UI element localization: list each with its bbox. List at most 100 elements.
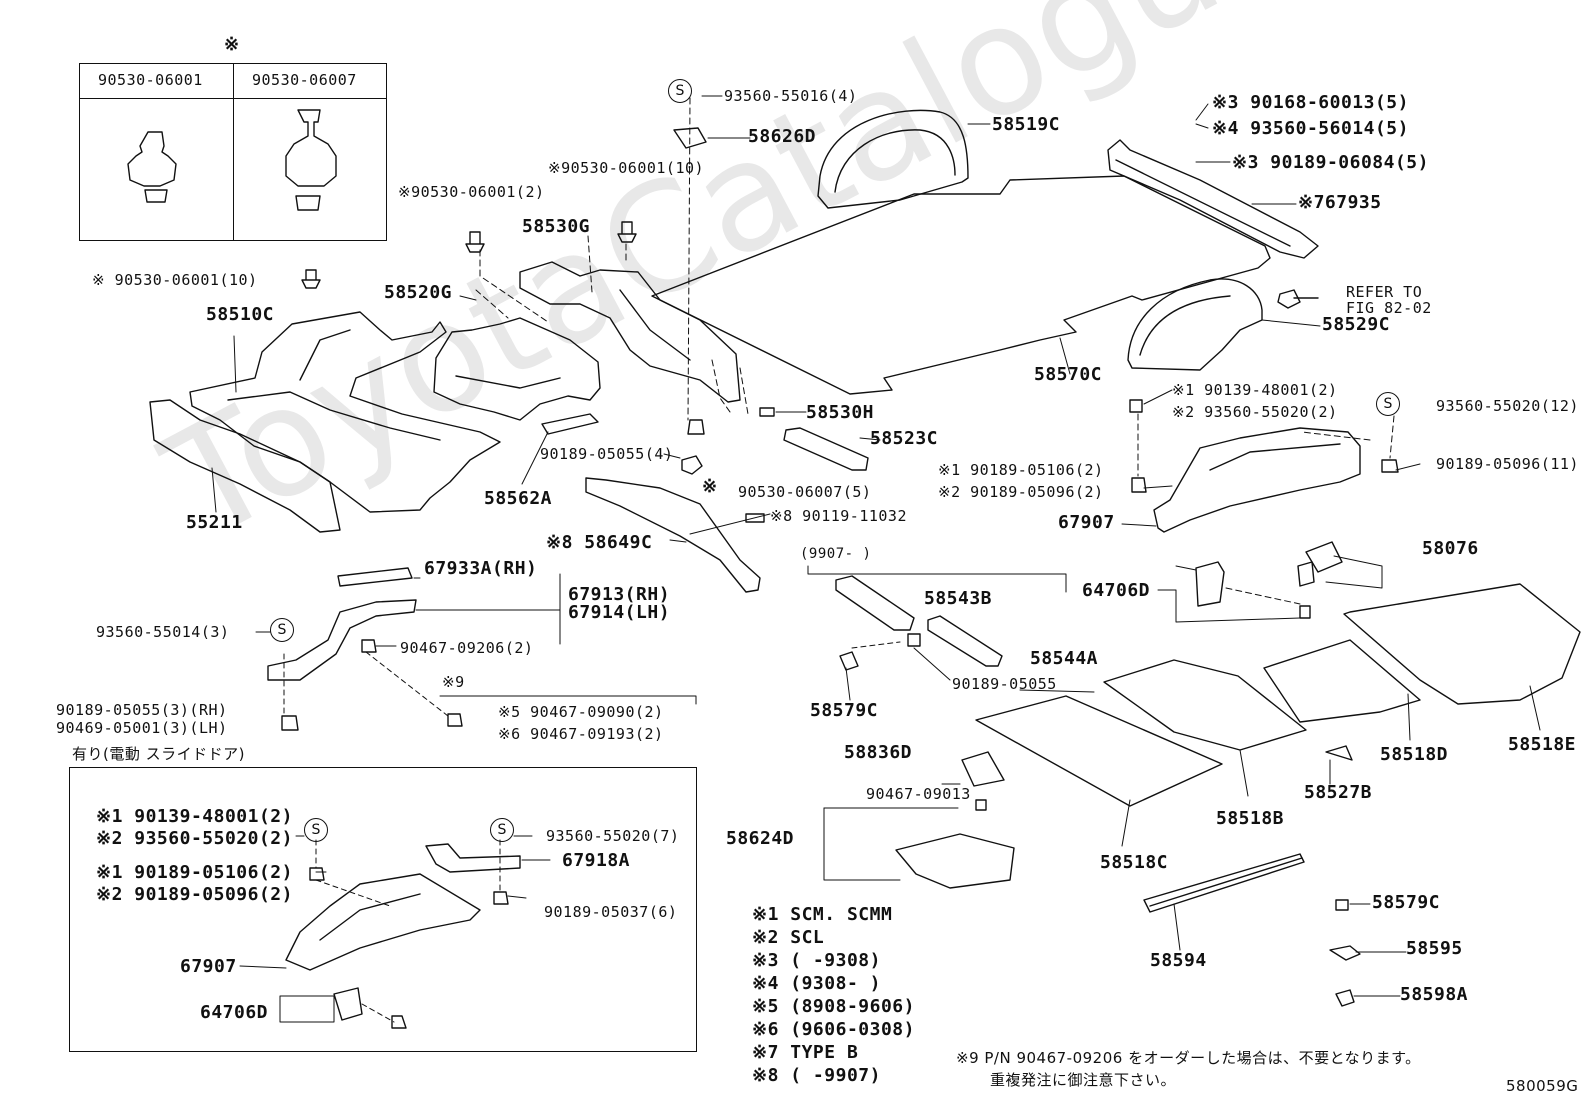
bracket-58523c (783, 427, 869, 471)
s-circle-marker: S (668, 79, 692, 103)
part-label[interactable]: ※3 90168-60013(5) (1212, 92, 1409, 113)
part-label[interactable]: 58518C (1100, 852, 1169, 873)
part-label[interactable]: 90469-05001(3)(LH) (56, 719, 228, 737)
part-label[interactable]: 58529C (1322, 314, 1391, 335)
part-label[interactable]: 93560-55020(7) (546, 827, 680, 845)
part-label[interactable]: 93560-55014(3) (96, 623, 230, 641)
part-label[interactable]: 58579C (1372, 892, 1441, 913)
part-label[interactable]: ※1 90189-05106(2) (938, 461, 1104, 479)
part-label[interactable]: 58595 (1406, 938, 1463, 959)
note-item: ※2 SCL (752, 927, 825, 948)
part-label[interactable]: ※2 90189-05096(2) (938, 483, 1104, 501)
note-item: ※6 (9606-0308) (752, 1019, 915, 1040)
part-label[interactable]: 58530G (522, 216, 591, 237)
star-mark: ※ (702, 476, 718, 497)
part-label[interactable]: ※2 93560-55020(2) (96, 828, 293, 849)
part-label[interactable]: 93560-55016(4) (724, 87, 858, 105)
supersession-divider (233, 64, 234, 240)
part-label[interactable]: 90189-05055(3)(RH) (56, 701, 228, 719)
part-label[interactable]: ※1 90189-05106(2) (96, 862, 293, 883)
part-label[interactable]: 58836D (844, 742, 913, 763)
part-label[interactable]: 58523C (870, 428, 939, 449)
part-label[interactable]: 58518D (1380, 744, 1449, 765)
supersession-table: 90530-06001 90530-06007 (79, 63, 387, 241)
part-label[interactable]: ※767935 (1298, 192, 1382, 213)
part-label[interactable]: 58519C (992, 114, 1061, 135)
s-circle-marker: S (490, 818, 514, 842)
part-label[interactable]: ※3 90189-06084(5) (1232, 152, 1429, 173)
part-label[interactable]: ※2 93560-55020(2) (1172, 403, 1338, 421)
tray-58624d (895, 833, 1015, 889)
part-label[interactable]: 58520G (384, 282, 453, 303)
diagram-code: 580059G (1506, 1077, 1579, 1095)
part-label[interactable]: 58624D (726, 828, 795, 849)
note-item: ※4 (9308- ) (752, 973, 881, 994)
part-label[interactable]: 90467-09206(2) (400, 639, 534, 657)
part-label[interactable]: 64706D (1082, 580, 1151, 601)
part-label[interactable]: 58626D (748, 126, 817, 147)
part-label[interactable]: 90467-09013 (866, 785, 971, 803)
part-label[interactable]: ※ 90530-06001(10) (92, 271, 258, 289)
wheelhouse-58529c (1127, 278, 1263, 371)
part-label[interactable]: 67933A(RH) (424, 558, 538, 579)
part-label[interactable]: 58544A (1030, 648, 1099, 669)
fig-reference[interactable]: FIG 82-02 (1346, 299, 1432, 317)
note-item: ※3 ( -9308) (752, 950, 881, 971)
part-label[interactable]: ※90530-06001(10) (548, 159, 705, 177)
notes-list: ※1 SCM. SCMM ※2 SCL ※3 ( -9308) ※4 (9308… (752, 904, 915, 1086)
part-label[interactable]: 93560-55020(12) (1436, 397, 1579, 415)
strip-58594 (1143, 853, 1305, 913)
part-label[interactable]: 67918A (562, 850, 631, 871)
part-label[interactable]: 90189-05055(4) (540, 445, 674, 463)
part-label[interactable]: 58543B (924, 588, 993, 609)
part-label[interactable]: 67913(RH) (568, 584, 671, 605)
part-label[interactable]: 67914(LH) (568, 602, 671, 623)
part-label[interactable]: 67907 (1058, 512, 1115, 533)
part-label[interactable]: ※1 90139-48001(2) (96, 806, 293, 827)
part-label[interactable]: 90189-05037(6) (544, 903, 678, 921)
part-label[interactable]: 67907 (180, 956, 237, 977)
part-label[interactable]: 58598A (1400, 984, 1469, 1005)
clip-90530-06001-drawing (127, 131, 177, 203)
s-circle-marker: S (1376, 392, 1400, 416)
part-label[interactable]: 58579C (810, 700, 879, 721)
part-label[interactable]: 64706D (200, 1002, 269, 1023)
note-item: ※8 ( -9907) (752, 1065, 881, 1086)
mat-58518c (975, 695, 1223, 807)
part-label[interactable]: ※1 90139-48001(2) (1172, 381, 1338, 399)
part-label[interactable]: 90530-06007(5) (738, 483, 872, 501)
part-label[interactable]: 55211 (186, 512, 243, 533)
part-label[interactable]: 58076 (1422, 538, 1479, 559)
part-label[interactable]: 90189-05096(11) (1436, 455, 1579, 473)
part-label[interactable]: 58510C (206, 304, 275, 325)
note-item: ※1 SCM. SCMM (752, 904, 893, 925)
part-label[interactable]: 58527B (1304, 782, 1373, 803)
part-label[interactable]: 90189-05055 (952, 675, 1057, 693)
clip-90530-06007-drawing (285, 109, 337, 211)
side-rail-67907-elec (285, 873, 481, 971)
part-label[interactable]: ※8 90119-11032 (770, 507, 907, 525)
part-label[interactable]: 58518E (1508, 734, 1577, 755)
part-label[interactable]: ※5 90467-09090(2) (498, 703, 664, 721)
brace-58649c (585, 477, 761, 593)
part-label[interactable]: ※2 90189-05096(2) (96, 884, 293, 905)
note-item: ※7 TYPE B (752, 1042, 859, 1063)
rail-767935 (1107, 139, 1319, 259)
part-label[interactable]: 58570C (1034, 364, 1103, 385)
elec-slide-door-box (69, 767, 697, 1052)
mat-58518d (1263, 639, 1421, 723)
part-label[interactable]: 58562A (484, 488, 553, 509)
part-label[interactable]: ※90530-06001(2) (398, 183, 545, 201)
mat-58518e (1343, 583, 1581, 705)
part-label[interactable]: 58594 (1150, 950, 1207, 971)
note-9-line2: 重複発注に御注意下さい。 (990, 1071, 1177, 1089)
part-label[interactable]: 58518B (1216, 808, 1285, 829)
part-label[interactable]: ※6 90467-09193(2) (498, 725, 664, 743)
rear-floor-mat-58570c (651, 175, 1271, 395)
part-label[interactable]: 58530H (806, 402, 875, 423)
mat-58520g (433, 317, 601, 421)
part-label[interactable]: ※4 93560-56014(5) (1212, 118, 1409, 139)
date-range: (9907- ) (800, 546, 872, 562)
part-label[interactable]: ※8 58649C (546, 532, 653, 553)
